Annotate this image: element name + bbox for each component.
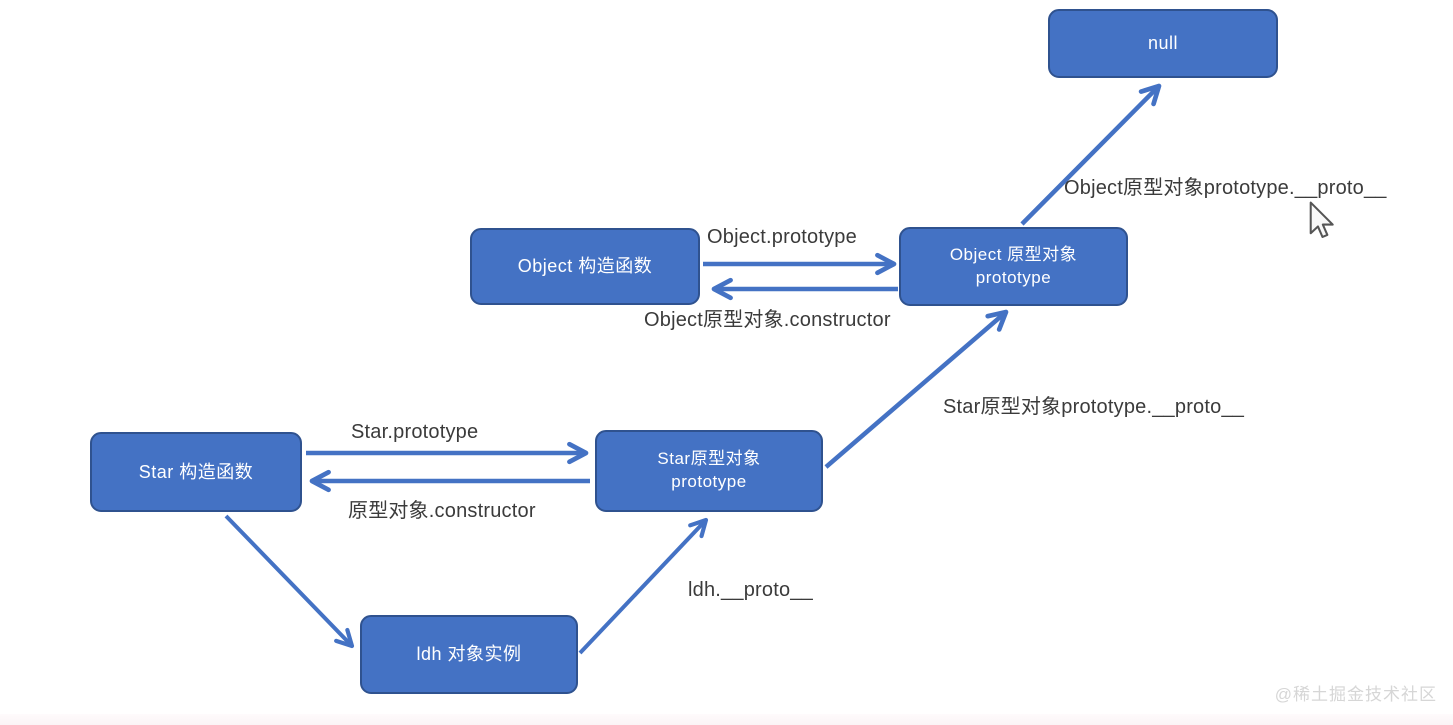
edge-object-proto-arrow (1020, 83, 1162, 226)
node-object-constructor-label: Object 构造函数 (517, 256, 653, 277)
node-object-constructor: Object 构造函数 (470, 228, 700, 305)
edge-star-to-ldh-arrow (224, 514, 355, 649)
node-star-prototype-label-line1: Star原型对象 (657, 449, 761, 469)
node-star-constructor: Star 构造函数 (90, 432, 302, 512)
edge-label-ldh-proto: ldh.__proto__ (688, 579, 813, 601)
node-ldh-instance-label: ldh 对象实例 (416, 644, 522, 665)
edge-label-object-constructor: Object原型对象.constructor (644, 309, 891, 331)
node-object-prototype-label-line1: Object 原型对象 (949, 244, 1078, 264)
node-ldh-instance: ldh 对象实例 (360, 615, 578, 694)
node-star-constructor-label: Star 构造函数 (138, 461, 254, 482)
node-object-prototype: Object 原型对象 prototype (899, 227, 1128, 306)
node-star-prototype: Star原型对象 prototype (595, 430, 823, 512)
edge-label-star-constructor: 原型对象.constructor (348, 500, 536, 522)
edge-label-star-proto: Star原型对象prototype.__proto__ (943, 396, 1245, 418)
mouse-cursor-icon (1309, 201, 1334, 239)
node-null-label: null (1147, 33, 1179, 54)
node-null: null (1048, 9, 1278, 78)
node-star-prototype-label-line2: prototype (671, 472, 747, 491)
edge-label-object-prototype: Object.prototype (707, 226, 857, 248)
edge-label-star-prototype: Star.prototype (351, 421, 479, 443)
edge-label-object-proto: Object原型对象prototype.__proto__ (1064, 177, 1387, 199)
bottom-gradient-strip (0, 714, 1453, 725)
watermark-text: @稀土掘金技术社区 (1274, 685, 1437, 704)
node-object-prototype-label-line2: prototype (975, 267, 1052, 287)
